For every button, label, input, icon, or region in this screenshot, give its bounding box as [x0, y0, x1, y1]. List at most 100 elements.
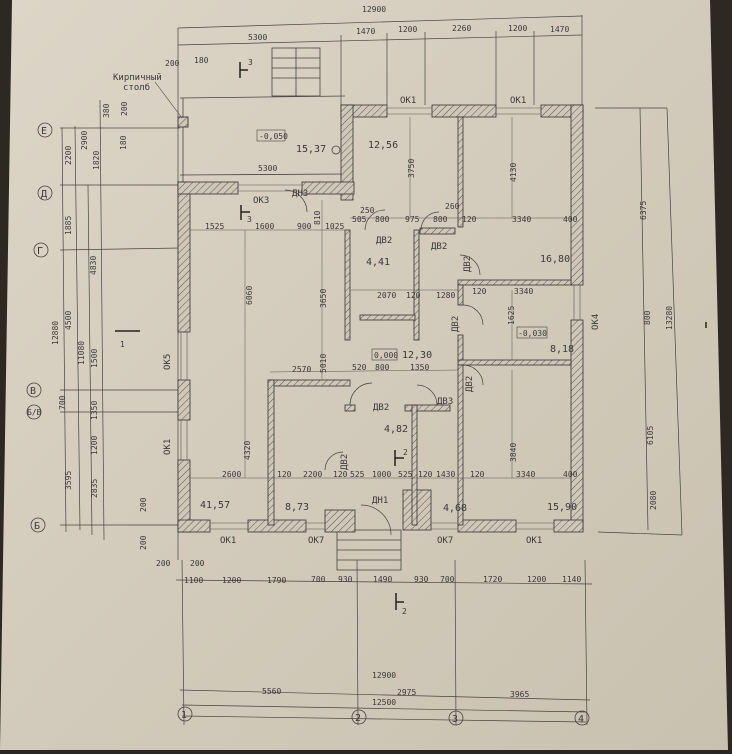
- dim-5010: 5010: [319, 354, 328, 373]
- dim-2200: 2200: [303, 470, 322, 479]
- axis-2: 2: [355, 713, 361, 724]
- dim-b-11: 1140: [562, 575, 581, 584]
- window-ok1-left: ОК1: [163, 439, 173, 455]
- dim-3750: 3750: [407, 159, 416, 178]
- dim-1350: 1350: [410, 363, 429, 372]
- room-area-terrace: 15,37: [296, 144, 326, 155]
- dim-right-13280: 13280: [665, 306, 674, 330]
- room-area-12-30: 12,30: [402, 350, 432, 361]
- dim-left-1820: 1820: [92, 151, 101, 170]
- dim-bottom-5560: 5560: [262, 687, 281, 696]
- window-ok5: ОК5: [163, 354, 173, 370]
- dim-small-200: 200: [165, 59, 180, 68]
- axis-bv: Б/В: [27, 408, 42, 417]
- dim-400b: 400: [563, 470, 578, 479]
- dim-1280: 1280: [436, 291, 455, 300]
- axis-1: 1: [181, 710, 187, 721]
- window-ok1-d: ОК1: [526, 536, 542, 546]
- door-dv2-f: ДВ2: [373, 403, 389, 413]
- door-dn3: ДН3: [292, 189, 308, 199]
- dim-3840: 3840: [509, 443, 518, 462]
- dim-small-180: 180: [194, 56, 209, 65]
- dim-b-4: 700: [311, 575, 326, 584]
- dim-left-3595: 3595: [64, 471, 73, 490]
- window-ok4: ОК4: [591, 314, 601, 330]
- dim-3340c: 3340: [516, 470, 535, 479]
- dim-left-2900: 2900: [80, 131, 89, 150]
- dim-b-5: 930: [338, 575, 353, 584]
- dim-120c: 120: [472, 287, 487, 296]
- dim-4320: 4320: [243, 441, 252, 460]
- door-dv2-g: ДВ2: [340, 454, 350, 470]
- axis-g: Г: [37, 246, 43, 257]
- dim-525b: 525: [398, 470, 413, 479]
- dim-left-2835: 2835: [90, 479, 99, 498]
- dim-260: 260: [445, 202, 460, 211]
- axis-e: Е: [41, 126, 47, 137]
- dim-120f: 120: [418, 470, 433, 479]
- dim-top-2: 1470: [356, 27, 375, 36]
- dim-bottom-2975: 2975: [397, 688, 416, 697]
- door-dv2-d: ДВ2: [451, 316, 461, 332]
- dim-left-1350: 1350: [90, 401, 99, 420]
- section-2-mid: 2: [403, 448, 408, 457]
- dim-left-1885: 1885: [64, 216, 73, 235]
- dim-b-9: 1720: [483, 575, 502, 584]
- room-area-15-90: 15,90: [547, 502, 577, 513]
- dim-1025: 1025: [325, 222, 344, 231]
- dim-top-4: 2260: [452, 24, 471, 33]
- dim-800a: 800: [375, 215, 390, 224]
- dim-b-10: 1200: [527, 575, 546, 584]
- dim-b-1: 1100: [184, 576, 203, 585]
- dim-120g: 120: [470, 470, 485, 479]
- axis-4: 4: [578, 714, 584, 725]
- section-2-bottom: 2: [402, 607, 407, 616]
- window-ok7-a: ОК7: [308, 536, 324, 546]
- window-ok1-c: ОК1: [220, 536, 236, 546]
- room-area-8-73: 8,73: [285, 502, 309, 513]
- dim-left-200c: 200: [139, 535, 148, 550]
- door-dv3: ДВ3: [437, 397, 453, 407]
- axis-d: Д: [41, 189, 47, 200]
- dim-1525: 1525: [205, 222, 224, 231]
- stairs-top: [271, 47, 321, 97]
- room-level-terrace: -0,050: [259, 132, 288, 141]
- dim-810: 810: [313, 210, 322, 225]
- dim-top-1: 5300: [248, 33, 267, 42]
- dim-bottom-200a: 200: [156, 559, 171, 568]
- dim-top-overall: 12900: [362, 5, 386, 14]
- window-ok7-b: ОК7: [437, 536, 453, 546]
- dim-b-2: 1200: [222, 576, 241, 585]
- dim-right-2080: 2080: [649, 491, 658, 510]
- window-ok3: ОК3: [253, 196, 269, 206]
- axis-b: Б: [34, 521, 40, 532]
- dim-975: 975: [405, 215, 420, 224]
- dim-left-1200: 1200: [90, 436, 99, 455]
- door-dv2-c: ДВ2: [463, 256, 473, 272]
- room-area-41-57: 41,57: [200, 500, 230, 511]
- door-dv2-a: ДВ2: [376, 236, 392, 246]
- dim-1430: 1430: [436, 470, 455, 479]
- room-area-4-82: 4,82: [384, 424, 408, 435]
- dim-top-6: 1470: [550, 25, 569, 34]
- dim-top-3: 1200: [398, 25, 417, 34]
- dim-left-200: 200: [120, 101, 129, 116]
- dim-b-8: 700: [440, 575, 455, 584]
- room-level-hall: 0,000: [374, 351, 398, 360]
- dim-b-6: 1490: [373, 575, 392, 584]
- dim-520: 520: [352, 363, 367, 372]
- door-dv2-e: ДВ2: [465, 376, 475, 392]
- dim-b-3: 1790: [267, 576, 286, 585]
- axis-3: 3: [452, 714, 458, 725]
- dim-right-6105: 6105: [646, 426, 655, 445]
- dim-right-6375: 6375: [639, 201, 648, 220]
- dim-1625: 1625: [507, 306, 516, 325]
- dim-1000: 1000: [372, 470, 391, 479]
- dim-5300-terrace: 5300: [258, 164, 277, 173]
- door-dn1: ДН1: [372, 496, 388, 506]
- dim-3650: 3650: [319, 289, 328, 308]
- dim-120b: 120: [406, 291, 421, 300]
- dim-left-380: 380: [102, 103, 111, 118]
- dim-250: 250: [360, 206, 375, 215]
